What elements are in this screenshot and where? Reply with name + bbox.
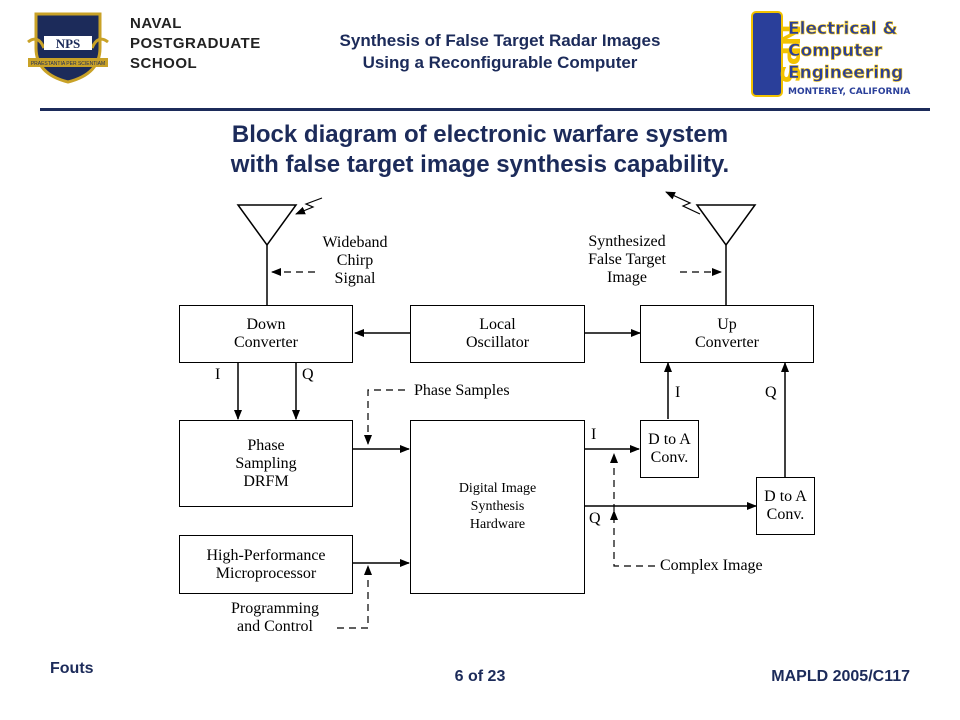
footer-conference: MAPLD 2005/C117 [771,668,910,685]
programming-control-label: Programming and Control [231,600,319,635]
phase-sampling-drfm-block: Phase Sampling DRFM [179,420,353,507]
digital-i-label: I [591,426,597,443]
nps-wordmark: NAVAL POSTGRADUATE SCHOOL [130,14,261,74]
outgoing-signal-icon [665,191,701,215]
ece-logo: NPS Electrical & Computer Engineering MO… [750,10,920,100]
nps-line2: POSTGRADUATE [130,35,261,52]
digital-q-label: Q [589,510,601,527]
header-title: Synthesis of False Target Radar Images U… [270,30,730,74]
footer-page-number: 6 of 23 [454,668,506,685]
up-i-label: I [675,384,681,401]
header-title-line1: Synthesis of False Target Radar Images [339,31,661,50]
up-q-label: Q [765,384,777,401]
nps-line3: SCHOOL [130,55,198,72]
phase-samples-pointer [364,389,405,445]
complex-image-label: Complex Image [660,557,763,574]
header-rule [40,108,930,111]
phase-samples-label: Phase Samples [414,382,510,399]
receive-antenna-icon [236,204,298,306]
complex-image-pointer [610,453,655,567]
ece-nps-letters: NPS [774,24,804,84]
nps-motto: PRAESTANTIA PER SCIENTIAM [31,61,105,67]
ece-line1: Electrical & [788,19,898,39]
transmit-antenna-icon [695,204,757,306]
down-converter-block: Down Converter [179,305,353,363]
down-q-label: Q [302,366,314,383]
down-i-label: I [215,366,221,383]
footer-author: Fouts [50,660,94,677]
nps-crest-icon: NPS PRAESTANTIA PER SCIENTIAM [27,12,109,84]
wideband-chirp-label: Wideband Chirp Signal [322,234,388,287]
digital-image-synthesis-block: Digital Image Synthesis Hardware [410,420,585,594]
synthesized-image-label: Synthesized False Target Image [588,233,666,286]
page-title: Block diagram of electronic warfare syst… [0,120,960,180]
d-to-a-converter-2: D to A Conv. [756,477,815,535]
nps-shield-text: NPS [56,36,81,51]
ece-location: MONTEREY, CALIFORNIA [788,87,910,97]
up-converter-block: Up Converter [640,305,814,363]
ece-line3: Engineering [788,63,903,83]
ece-logo-graphic: NPS Electrical & Computer Engineering MO… [751,11,910,97]
nps-logo: NPS PRAESTANTIA PER SCIENTIAM NAVAL POST… [18,8,268,86]
ece-line2: Computer [788,41,883,61]
header-title-line2: Using a Reconfigurable Computer [362,53,638,72]
local-oscillator-block: Local Oscillator [410,305,585,363]
microprocessor-block: High-Performance Microprocessor [179,535,353,594]
programming-pointer [337,565,372,629]
nps-line1: NAVAL [130,15,182,32]
incoming-signal-icon [295,197,323,215]
page-title-line1: Block diagram of electronic warfare syst… [231,121,729,148]
page-title-line2: with false target image synthesis capabi… [230,151,730,178]
d-to-a-converter-1: D to A Conv. [640,420,699,478]
